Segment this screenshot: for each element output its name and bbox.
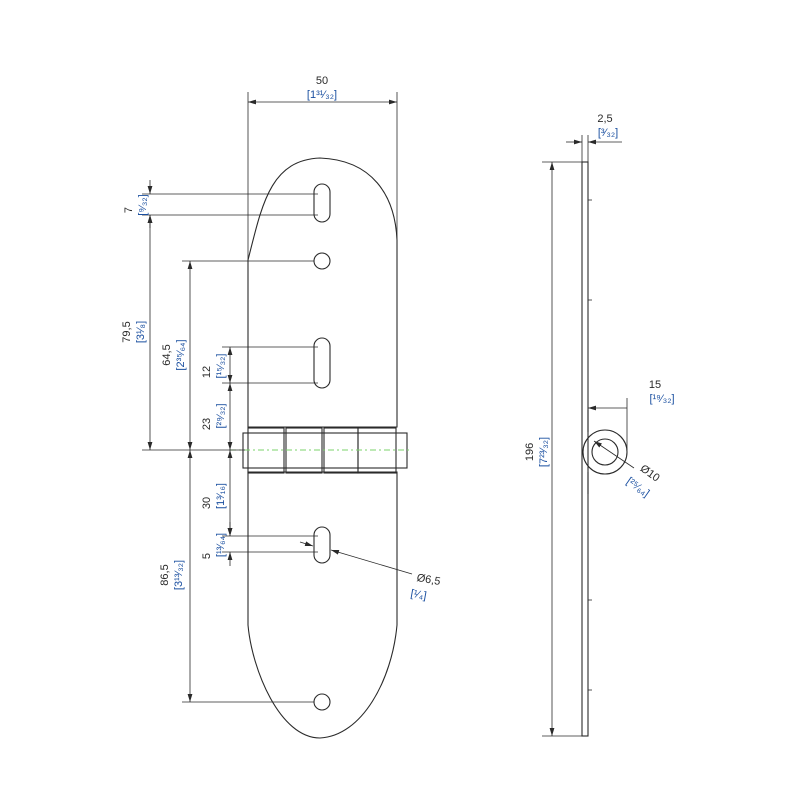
- dim-hole-diameter-metric: Ø6,5: [416, 572, 442, 588]
- hole-bottom: [313, 693, 331, 711]
- dim-slot-middle: 12 [¹⁵⁄₃₂]: [201, 347, 233, 383]
- dim-30: 30 [1³⁄₁₆]: [201, 450, 233, 536]
- side-view: 2,5 [³⁄₃₂] 196 [7²³⁄₃₂] 15 [¹⁹⁄₃₂] Ø10 […: [524, 113, 675, 737]
- slot-top: [313, 183, 331, 223]
- dim-slot-lower: 5 [¹³⁄₆₄]: [201, 522, 233, 566]
- dim-slot-top-imperial: [⁹⁄₃₂]: [137, 194, 149, 215]
- dim-thickness-metric: 2,5: [597, 113, 612, 125]
- hole-upper: [313, 252, 331, 270]
- hinge-leaf-upper: [247, 157, 398, 428]
- dim-knuckle-diameter-metric: Ø10: [638, 463, 662, 485]
- dim-slot-middle-imperial: [¹⁵⁄₃₂]: [215, 354, 227, 379]
- dim-knuckle-diameter: Ø10 [²⁵⁄₆₄]: [593, 440, 662, 500]
- dim-86-5-imperial: [3¹³⁄₃₂]: [173, 560, 185, 590]
- dim-79-5: 79,5 [3¹⁄₈]: [121, 215, 153, 450]
- hinge-knuckle: [230, 427, 410, 474]
- dim-length: 196 [7²³⁄₃₂]: [524, 161, 582, 737]
- dim-knuckle-offset-metric: 15: [649, 379, 661, 391]
- dim-slot-lower-imperial: [¹³⁄₆₄]: [215, 533, 227, 557]
- dim-thickness-imperial: [³⁄₃₂]: [598, 127, 618, 139]
- dim-30-metric: 30: [201, 497, 213, 509]
- dim-length-imperial: [7²³⁄₃₂]: [538, 437, 550, 467]
- dim-23-imperial: [²⁹⁄₃₂]: [215, 403, 227, 428]
- front-view: 50 [1³¹⁄₃₂] 7 [⁹⁄₃₂] 79,5 [3¹⁄₈] 64,5: [121, 75, 442, 739]
- dim-64-5-imperial: [2³⁵⁄₆₄]: [175, 339, 187, 370]
- slot-middle: [313, 337, 331, 389]
- dim-length-metric: 196: [524, 443, 536, 461]
- dim-width-metric: 50: [316, 75, 328, 87]
- dim-thickness: 2,5 [³⁄₃₂]: [566, 113, 622, 162]
- dim-slot-lower-metric: 5: [201, 553, 213, 559]
- dim-86-5-metric: 86,5: [159, 564, 171, 585]
- dim-64-5-metric: 64,5: [161, 344, 173, 365]
- dim-86-5: 86,5 [3¹³⁄₃₂]: [159, 450, 193, 702]
- dim-slot-top: 7 [⁹⁄₃₂]: [123, 180, 153, 228]
- side-plate: [581, 161, 589, 737]
- slot-lower: [313, 526, 331, 564]
- dim-23: 23 [²⁹⁄₃₂]: [201, 383, 233, 450]
- dim-hole-diameter: Ø6,5 [¹⁄₄]: [299, 541, 442, 603]
- dim-knuckle-offset-imperial: [¹⁹⁄₃₂]: [649, 393, 674, 405]
- dim-30-imperial: [1³⁄₁₆]: [215, 483, 227, 509]
- side-knuckle: [582, 410, 628, 494]
- hinge-leaf-lower: [247, 471, 398, 739]
- dim-79-5-imperial: [3¹⁄₈]: [135, 321, 147, 343]
- dim-width-imperial: [1³¹⁄₃₂]: [307, 89, 337, 101]
- dim-hole-diameter-imperial: [¹⁄₄]: [410, 588, 428, 603]
- dim-79-5-metric: 79,5: [121, 321, 133, 342]
- dim-slot-top-metric: 7: [123, 207, 135, 213]
- dim-knuckle-offset: 15 [¹⁹⁄₃₂]: [588, 379, 675, 450]
- dim-slot-middle-metric: 12: [201, 366, 213, 378]
- dim-23-metric: 23: [201, 418, 213, 430]
- dim-64-5: 64,5 [2³⁵⁄₆₄]: [161, 261, 193, 450]
